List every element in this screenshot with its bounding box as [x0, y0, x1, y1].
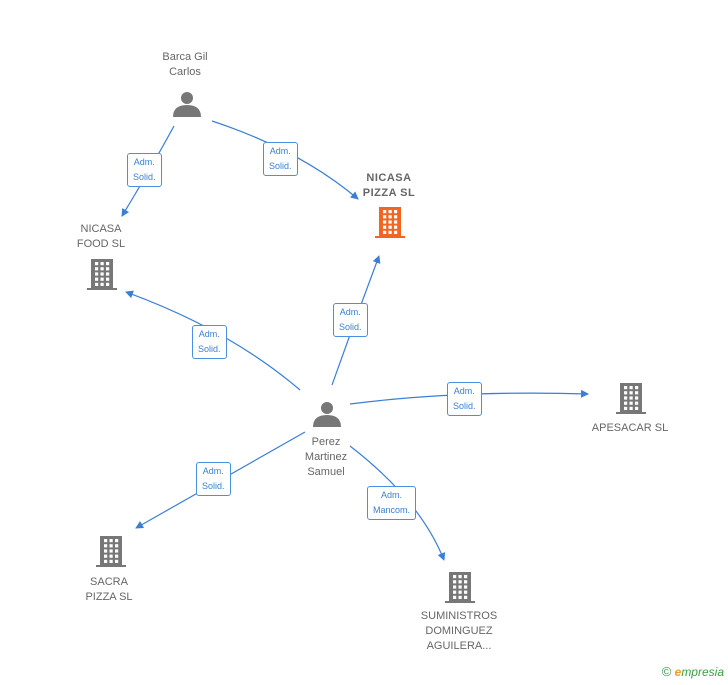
edge-label-perez-suministros[interactable]: Adm. Mancom. [367, 486, 417, 520]
edge-label-perez-apesacar[interactable]: Adm. Solid. [447, 382, 482, 416]
person-icon[interactable] [173, 92, 201, 117]
copyright-symbol: © [661, 664, 672, 679]
edge-label-barca-nicasa_food[interactable]: Adm. Solid. [127, 153, 162, 187]
building-icon[interactable] [87, 259, 117, 290]
node-label-barca[interactable]: Barca Gil Carlos [162, 51, 208, 78]
building-icon[interactable] [616, 383, 646, 414]
brand-name: mpresia [681, 665, 724, 679]
building-icon[interactable] [96, 536, 126, 567]
node-label-nicasa_food[interactable]: NICASA FOOD SL [76, 223, 126, 250]
node-label-sacra[interactable]: SACRA PIZZA SL [85, 576, 133, 603]
building-icon[interactable] [375, 207, 405, 238]
edge-label-perez-nicasa_pizza[interactable]: Adm. Solid. [333, 303, 368, 337]
node-label-perez[interactable]: Perez Martinez Samuel [304, 436, 348, 478]
brand-initial: e [674, 665, 682, 679]
edge-label-perez-sacra[interactable]: Adm. Solid. [196, 462, 231, 496]
edge-label-perez-nicasa_food[interactable]: Adm. Solid. [192, 325, 227, 359]
node-label-apesacar[interactable]: APESACAR SL [591, 422, 669, 434]
node-label-nicasa_pizza[interactable]: NICASA PIZZA SL [362, 172, 416, 199]
edge-label-barca-nicasa_pizza[interactable]: Adm. Solid. [263, 142, 298, 176]
person-icon[interactable] [313, 402, 341, 427]
node-label-suministros[interactable]: SUMINISTROS DOMINGUEZ AGUILERA... [420, 610, 498, 652]
building-icon[interactable] [445, 572, 475, 603]
brand-footer: © empresia [662, 664, 724, 679]
